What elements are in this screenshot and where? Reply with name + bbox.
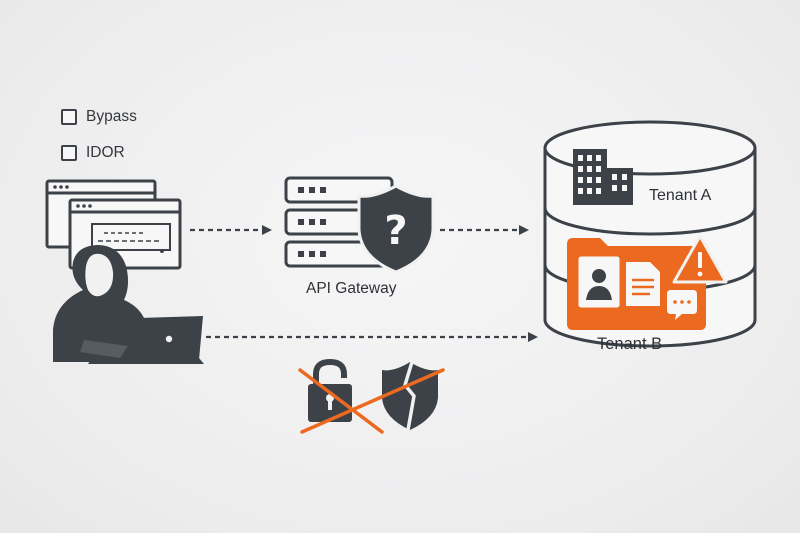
checkbox-icon <box>61 109 77 125</box>
request-arrow <box>190 225 272 235</box>
question-shield-icon: ? <box>357 184 435 274</box>
svg-text:?: ? <box>384 208 407 254</box>
warning-icon <box>672 234 728 284</box>
tenant-a-label: Tenant A <box>649 187 712 204</box>
building-icon <box>573 149 633 205</box>
padlock-icon <box>308 358 352 422</box>
checklist-item-idor: IDOR <box>61 144 125 162</box>
chat-bubble-icon <box>667 290 697 320</box>
forward-arrow <box>440 225 529 235</box>
hacker-icon <box>53 245 150 362</box>
user-card-icon <box>577 255 621 309</box>
tenant-b-label: Tenant B <box>597 335 663 353</box>
checklist-item-bypass: Bypass <box>61 108 137 126</box>
bypass-arrow <box>206 332 538 342</box>
checklist-item-label: Bypass <box>86 108 137 125</box>
laptop-icon <box>88 316 204 364</box>
cross-mark-icon <box>298 368 445 434</box>
checkbox-icon <box>61 145 77 161</box>
broken-shield-icon <box>382 361 438 431</box>
checklist-item-label: IDOR <box>86 144 125 161</box>
api-gateway-label: API Gateway <box>306 280 397 297</box>
document-icon <box>626 262 660 306</box>
